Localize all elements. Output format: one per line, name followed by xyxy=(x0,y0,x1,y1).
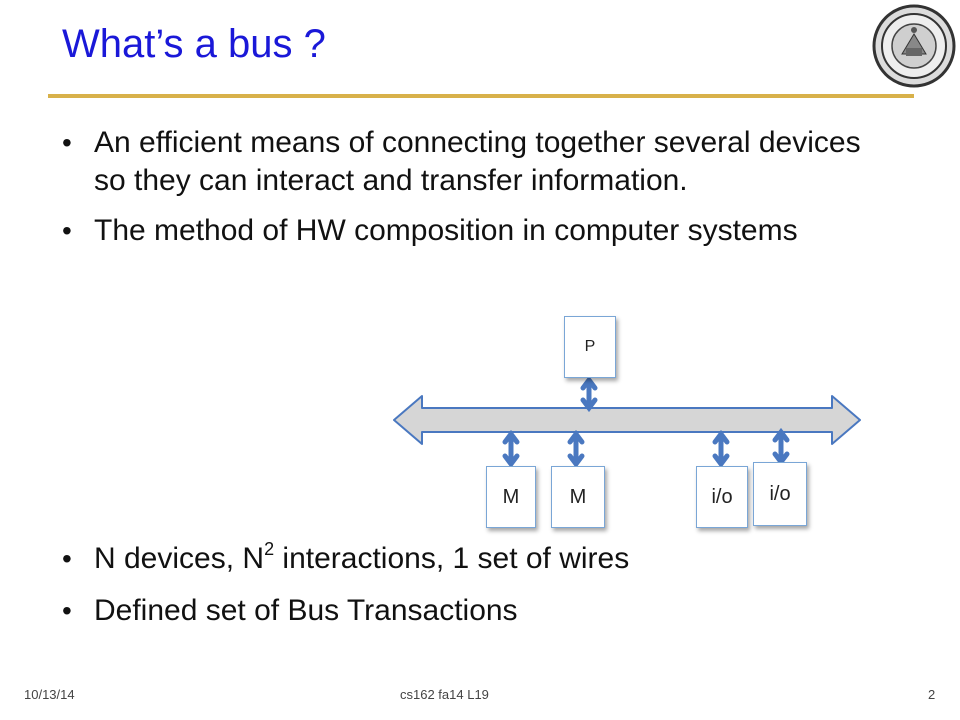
devices-text-pre: N devices, N xyxy=(94,542,265,575)
university-seal-logo xyxy=(872,4,956,88)
bus-arrow xyxy=(393,395,861,445)
bullet-list-top: An efficient means of connecting togethe… xyxy=(62,124,882,262)
connector-io-1 xyxy=(712,429,730,469)
bullet-devices: N devices, N2 interactions, 1 set of wir… xyxy=(62,540,882,578)
devices-exponent: 2 xyxy=(264,539,275,559)
processor-box: P xyxy=(564,316,616,378)
footer-date: 10/13/14 xyxy=(24,687,75,702)
connector-memory-1 xyxy=(502,429,520,469)
io-box-1: i/o xyxy=(696,466,748,528)
connector-processor xyxy=(580,375,598,413)
footer-page-number: 2 xyxy=(928,687,936,702)
memory-box-1: M xyxy=(486,466,536,528)
memory-box-2: M xyxy=(551,466,605,528)
footer-course: cs162 fa14 L19 xyxy=(400,687,489,702)
devices-text-post: interactions, 1 set of wires xyxy=(274,542,630,575)
connector-io-2 xyxy=(772,427,790,467)
title-divider xyxy=(48,94,914,98)
connector-memory-2 xyxy=(567,429,585,469)
io-box-2: i/o xyxy=(753,462,807,526)
bullet-list-bottom: N devices, N2 interactions, 1 set of wir… xyxy=(62,540,882,644)
bullet-bus-definition: An efficient means of connecting togethe… xyxy=(62,124,882,200)
bullet-hw-composition: The method of HW composition in computer… xyxy=(62,212,882,250)
slide-title: What’s a bus ? xyxy=(62,22,326,66)
bullet-transactions: Defined set of Bus Transactions xyxy=(62,592,882,630)
